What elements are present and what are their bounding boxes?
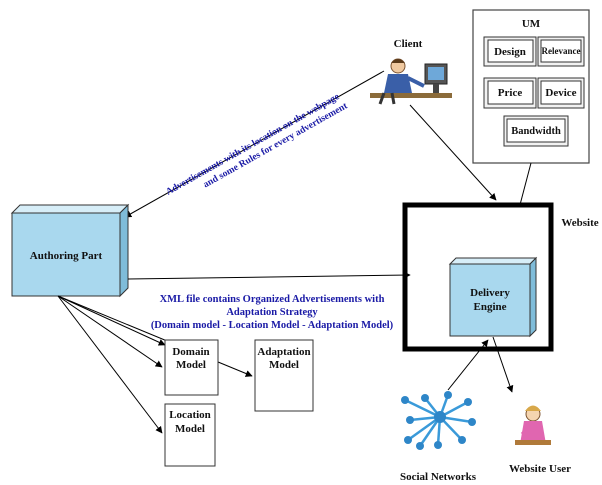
delivery-engine-line2: Engine — [473, 301, 506, 313]
location-model-line2: Model — [175, 423, 205, 435]
location-model-line1: Location — [169, 409, 211, 421]
adaptation-model-line1: Adaptation — [257, 346, 310, 358]
domain-model-line1: Domain — [172, 346, 209, 358]
um-price-box: Price — [483, 77, 537, 109]
xml-file-text: XML file contains Organized Advertisemen… — [151, 294, 394, 331]
client-label: Client — [394, 38, 423, 50]
authoring-to-website-arrow — [127, 271, 411, 280]
um-title: UM — [522, 18, 541, 30]
authoring-to-domain-arrow — [57, 295, 166, 346]
um-panel: UM Design Relevance Price Device — [472, 9, 590, 164]
website-user-icon — [515, 405, 551, 445]
authoring-part-box: Authoring Part — [10, 203, 130, 298]
ads-rules-text: Advertisements with its location on the … — [164, 91, 350, 198]
ads-text-line2: and some Rules for every advertisement — [201, 100, 350, 190]
domain-model-doc: Domain Model — [164, 339, 219, 396]
social-networks-label: Social Networks — [400, 471, 477, 483]
um-bandwidth-label: Bandwidth — [511, 126, 561, 137]
xml-text-line2: Adaptation Strategy — [226, 307, 318, 318]
delivery-engine-line1: Delivery — [470, 287, 510, 299]
ads-text-line1: Advertisements with its location on the … — [164, 91, 342, 198]
um-price-label: Price — [498, 87, 523, 99]
authoring-part-label: Authoring Part — [30, 250, 103, 262]
website-user-label: Website User — [509, 463, 571, 475]
um-relevance-box: Relevance — [537, 36, 585, 67]
delivery-engine-box: Delivery Engine — [448, 256, 538, 338]
website-label: Website — [561, 217, 598, 229]
um-relevance-label: Relevance — [542, 46, 581, 56]
adaptation-model-doc: Adaptation Model — [254, 339, 314, 412]
um-bandwidth-box: Bandwidth — [503, 115, 569, 147]
client-to-website-arrow — [409, 104, 497, 201]
um-device-box: Device — [537, 77, 585, 109]
xml-text-line3: (Domain model - Location Model - Adaptat… — [151, 320, 394, 331]
social-networks-icon — [401, 391, 476, 450]
adaptation-model-line2: Model — [269, 359, 299, 371]
authoring-to-adaptation-arrow — [57, 295, 253, 377]
location-model-doc: Location Model — [164, 403, 216, 467]
client-to-authoring-arrow — [124, 70, 385, 218]
xml-text-line1: XML file contains Organized Advertisemen… — [160, 294, 385, 305]
social-to-engine-arrow — [447, 339, 489, 391]
client-person-icon — [370, 58, 452, 105]
um-design-box: Design — [483, 36, 537, 67]
um-device-label: Device — [545, 87, 576, 99]
authoring-to-domain-arrow-2 — [57, 295, 163, 368]
engine-to-user-arrow — [492, 336, 514, 393]
authoring-to-location-arrow — [57, 295, 163, 434]
um-design-label: Design — [494, 46, 526, 58]
domain-model-line2: Model — [176, 359, 206, 371]
